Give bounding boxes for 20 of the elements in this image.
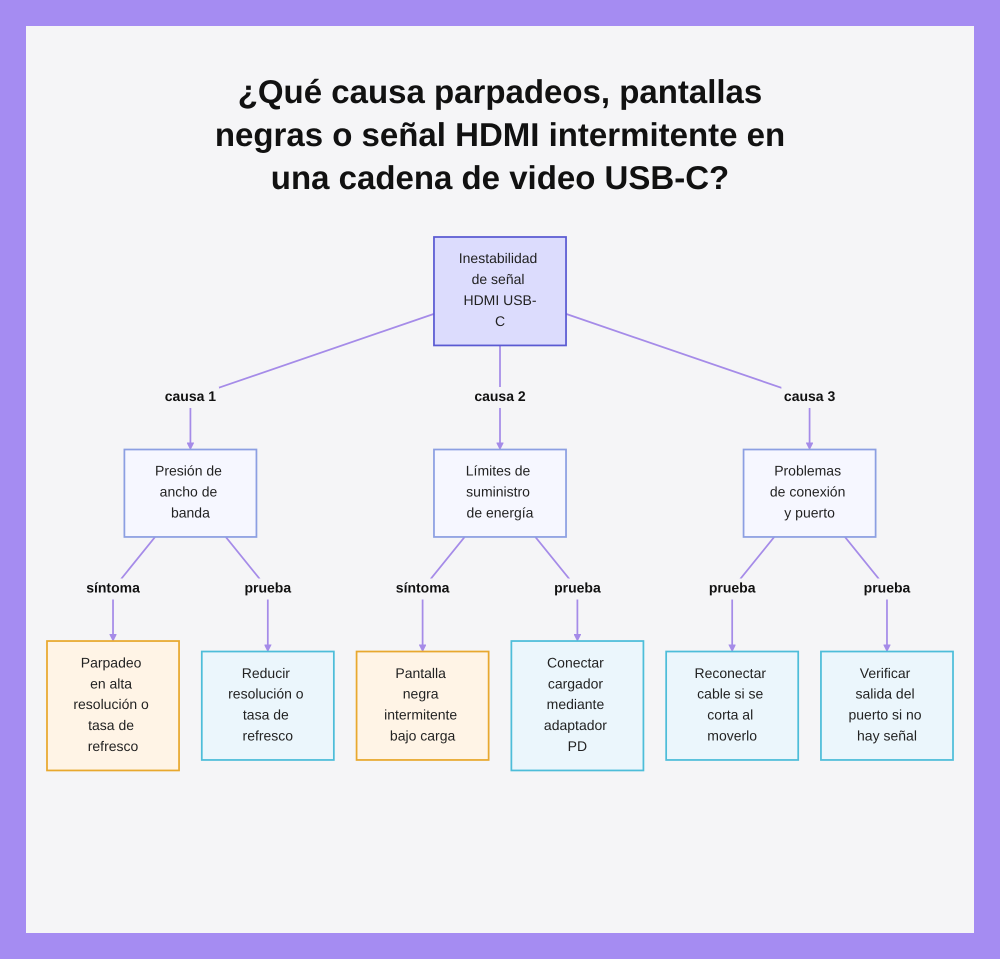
node-box: Reconectar cable si se corta al moverlo [665,650,800,761]
node-box: Problemas de conexión y puerto [742,448,876,538]
node-box: Verificar salida del puerto si no hay señal [820,650,954,761]
edge-label: causa 1 [164,390,216,404]
node-box: Pantalla negra intermitente bajo carga [356,650,490,761]
edge-label: prueba [708,581,756,596]
node-box: Parpadeo en alta resolución o tasa de refresco [46,640,180,772]
node-box: Límites de suministro de energía [433,448,567,538]
node-box: Reducir resolución o tasa de refresco [200,650,335,761]
title: ¿Qué causa parpadeos, pantallas negras o señal HDMI intermitente en una cadena de video USB-C? [214,72,786,198]
edge-label: prueba [244,581,292,596]
edge-label: prueba [864,581,910,596]
node-box: Inestabilidad de señal HDMI USB-C [433,236,567,346]
edge-label: síntoma [86,581,140,596]
node-box: Conectar cargador mediante adaptador PD [510,640,644,772]
edge-label: causa 2 [474,390,526,404]
edge-label: prueba [554,581,601,596]
node-box: Presión de ancho de banda [124,448,258,538]
edge-label: causa 3 [784,390,836,404]
edge-label: síntoma [396,581,450,596]
